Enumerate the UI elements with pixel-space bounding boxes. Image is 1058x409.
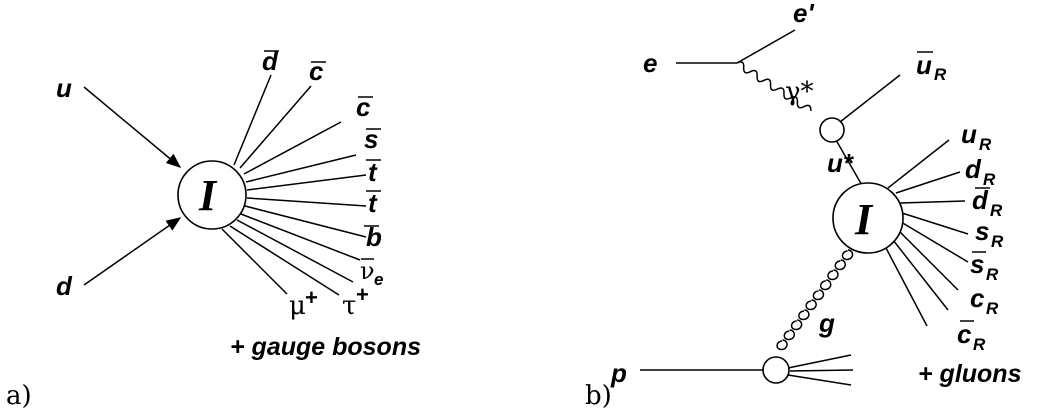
label-nu-sub: e	[374, 270, 383, 289]
label-cbar-1: c	[309, 56, 324, 86]
outgoing-labels-b: u R u R d R d R s R s R c R c R	[916, 50, 1004, 354]
proton-remnant-3	[787, 374, 852, 386]
label-d: d	[56, 271, 73, 301]
svg-text:R: R	[986, 299, 999, 318]
label-u-star: u*	[827, 148, 855, 178]
label-d-r: d	[965, 154, 982, 184]
label-tbar-1: t	[368, 157, 378, 187]
panel-label-a: a)	[6, 381, 32, 409]
label-dbar: d	[262, 46, 279, 76]
instanton-vertex-a	[177, 160, 247, 230]
ubar-line	[839, 74, 901, 123]
label-c-r: c	[970, 283, 985, 313]
label-bbar: b	[366, 222, 382, 252]
photon-quark-vertex	[819, 117, 845, 143]
label-tbar-2: t	[368, 188, 378, 218]
label-nu: ν	[360, 257, 375, 285]
label-s-r: s	[975, 216, 989, 246]
gluon-line	[776, 249, 854, 351]
svg-text:R: R	[973, 335, 986, 354]
label-mu-plus: +	[305, 285, 318, 310]
quark-star-line	[835, 139, 864, 188]
label-g: g	[818, 308, 835, 338]
incoming-u-line	[83, 86, 182, 168]
label-cbar-r: c	[957, 319, 972, 349]
svg-text:R: R	[990, 201, 1003, 220]
label-p: p	[610, 358, 627, 388]
photon-line	[736, 61, 812, 111]
label-cbar-2: c	[356, 92, 371, 122]
instanton-vertex-b	[832, 182, 904, 254]
proton-remnant-2	[789, 369, 854, 372]
panel-b: I e e' γ* u* g p u R u R d R d R s R s R…	[585, 0, 1022, 409]
label-tau-plus: +	[356, 282, 369, 307]
svg-text:R: R	[986, 265, 999, 284]
label-mu: μ	[289, 291, 306, 321]
label-e-prime: e'	[793, 0, 814, 28]
label-dbar-r: d	[972, 185, 989, 215]
label-ubar: u	[916, 50, 932, 80]
vertex-label-a: I	[198, 171, 218, 220]
proton-vertex	[762, 356, 790, 384]
panel-label-b: b)	[585, 381, 612, 409]
svg-text:R: R	[979, 135, 992, 154]
incoming-d-line	[83, 217, 182, 286]
footer-gluons: + gluons	[918, 360, 1022, 388]
svg-text:R: R	[983, 170, 996, 189]
vertex-label-b: I	[854, 195, 874, 244]
svg-text:R: R	[991, 232, 1004, 251]
footer-gauge-bosons: + gauge bosons	[230, 333, 421, 361]
outgoing-lines-b	[885, 139, 969, 327]
label-sbar: s	[364, 124, 378, 154]
svg-text:R: R	[934, 65, 947, 84]
electron-out-line	[736, 29, 796, 64]
label-u: u	[56, 73, 72, 103]
outgoing-labels-a: d c c s t t b ν e μ + τ +	[262, 46, 383, 321]
proton-remnant-1	[787, 354, 852, 369]
panel-a: I u d d c c s t t b ν e μ + τ +	[6, 46, 421, 409]
outgoing-lines-a	[221, 74, 367, 296]
label-tau: τ	[342, 291, 356, 321]
label-e: e	[643, 48, 657, 78]
label-u-r: u	[961, 119, 977, 149]
label-sbar-r: s	[970, 249, 984, 279]
label-gamma-star: γ*	[785, 77, 814, 107]
